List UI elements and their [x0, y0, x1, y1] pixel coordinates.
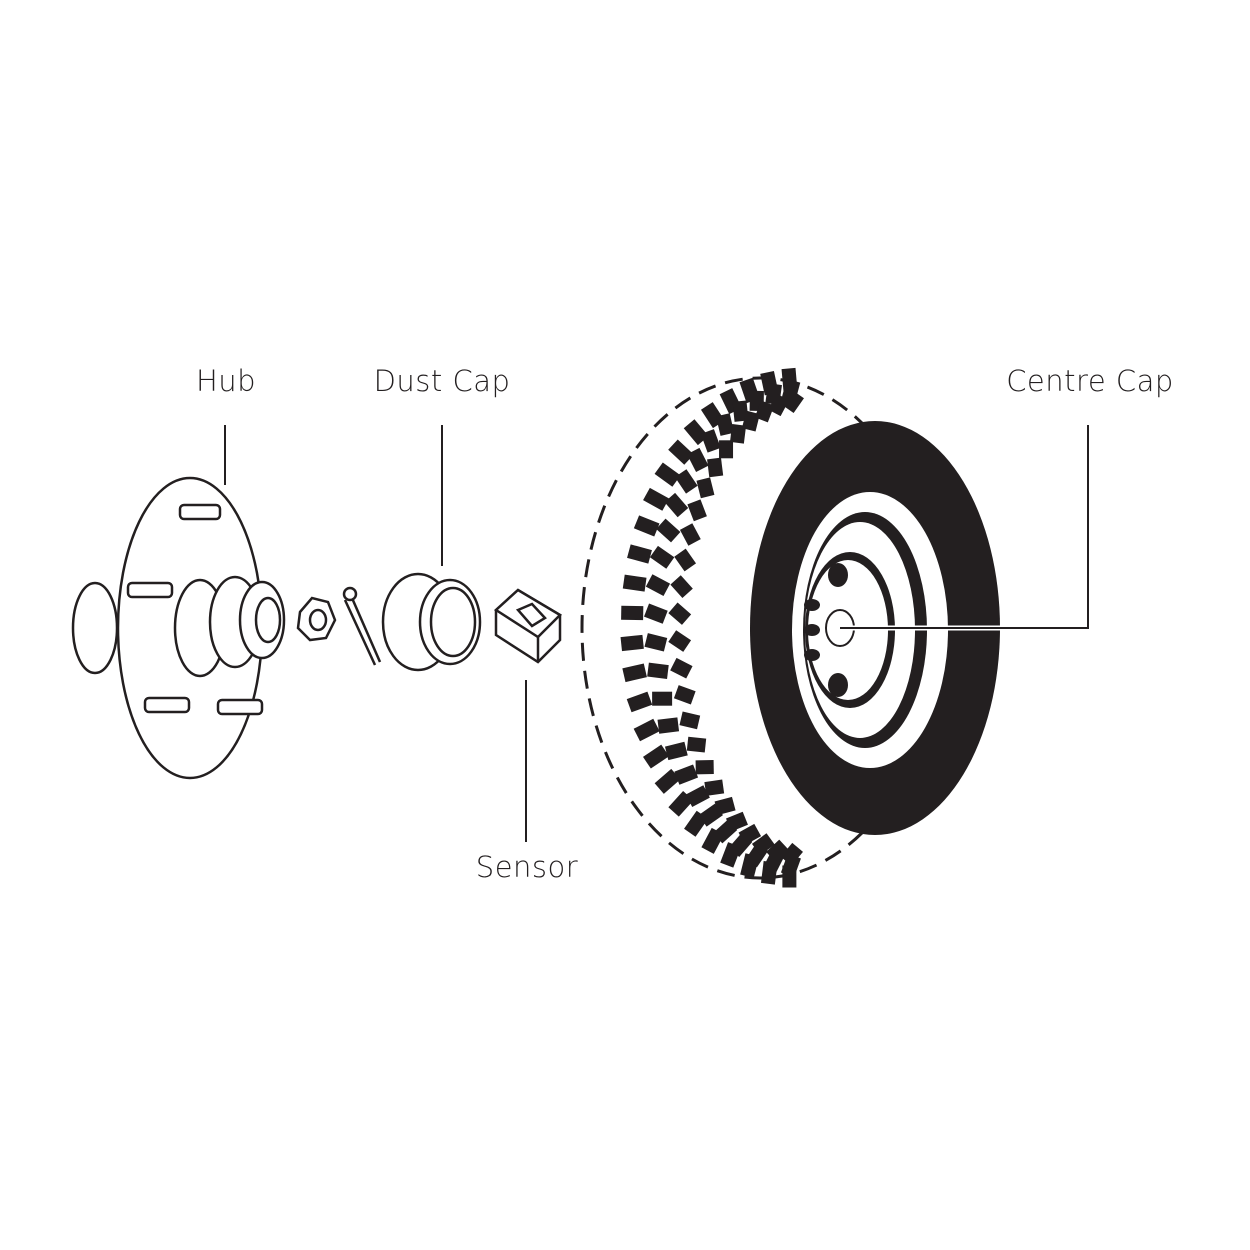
tread-block — [621, 605, 644, 621]
tread-block — [670, 657, 693, 679]
tread-block — [620, 634, 644, 652]
tread-block — [679, 711, 701, 730]
hub-drawing — [71, 476, 382, 780]
tread-block — [716, 413, 735, 436]
tread-block — [645, 574, 671, 597]
tread-block — [714, 796, 736, 816]
dust-cap-drawing — [381, 572, 482, 672]
tread-block — [668, 630, 692, 652]
tread-block — [674, 469, 698, 494]
tread-block — [754, 400, 775, 423]
tread-block — [657, 717, 680, 734]
tread-block — [751, 833, 775, 856]
tread-block — [732, 400, 749, 422]
tread-block — [683, 419, 709, 446]
tread-block — [643, 744, 670, 769]
tread-block — [768, 393, 790, 417]
tread-block — [654, 768, 681, 794]
tread-block — [726, 811, 748, 832]
centre-cap-label: Centre Cap — [1006, 364, 1174, 398]
tread-block — [695, 760, 714, 775]
tread-block — [626, 691, 653, 713]
tread-block — [652, 691, 673, 706]
sensor-drawing — [493, 588, 563, 664]
tread-block — [766, 839, 789, 863]
tread-block — [664, 741, 688, 761]
tread-block — [686, 447, 709, 473]
tread-block — [627, 544, 652, 564]
tread-block — [719, 440, 734, 459]
tread-block — [729, 424, 747, 444]
tread-block — [685, 785, 710, 807]
tread-block — [622, 574, 647, 592]
tread-block — [707, 457, 724, 478]
sensor-label: Sensor — [475, 850, 579, 884]
tread-block — [664, 492, 689, 518]
tread-block — [687, 499, 707, 522]
tread-block — [673, 685, 696, 705]
tread-block — [668, 602, 692, 625]
tread-block — [656, 518, 681, 543]
tread-block — [622, 663, 647, 683]
tread-block — [696, 477, 715, 499]
tread-block — [700, 429, 721, 453]
tread-block — [654, 462, 681, 487]
tread-block — [649, 545, 675, 569]
tread-block — [780, 842, 803, 866]
tread-block — [670, 575, 693, 598]
tread-block — [644, 633, 668, 652]
hub-label: Hub — [195, 364, 257, 398]
tread-block — [674, 548, 697, 572]
tread-block — [633, 515, 660, 537]
dust-cap-label: Dust Cap — [373, 364, 511, 398]
tread-blocks: (function(){ const g=document.currentScr… — [620, 367, 804, 888]
tread-block — [647, 662, 669, 679]
tread-block — [643, 487, 670, 511]
tread-block — [738, 823, 762, 845]
tread-block — [704, 779, 725, 796]
tread-block — [668, 439, 694, 465]
tread-block — [782, 390, 804, 414]
tread-block — [633, 718, 660, 742]
tread-block — [674, 764, 699, 785]
tread-block — [686, 736, 707, 753]
tread-block — [644, 603, 668, 624]
tread-block — [679, 523, 701, 546]
